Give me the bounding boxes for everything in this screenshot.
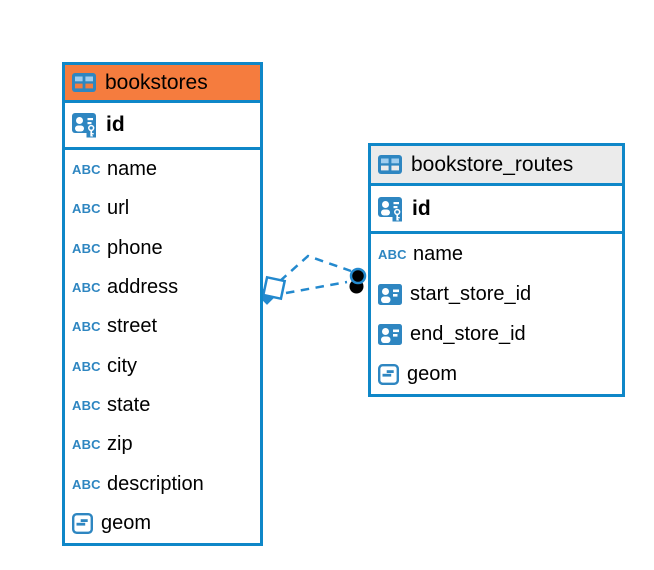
text-type-icon: ABC <box>72 397 101 413</box>
table-title: bookstores <box>105 70 208 94</box>
column-row-start-store-id[interactable]: start_store_id <box>371 274 622 314</box>
column-row-phone[interactable]: ABC phone <box>65 228 260 268</box>
column-row-end-store-id[interactable]: end_store_id <box>371 314 622 354</box>
primary-key-icon <box>378 196 404 222</box>
text-type-icon: ABC <box>72 319 101 335</box>
primary-key-row[interactable]: id <box>65 103 260 150</box>
column-label: geom <box>101 511 152 534</box>
column-label: id <box>106 113 125 136</box>
column-label: street <box>107 315 158 338</box>
text-type-icon: ABC <box>72 280 101 296</box>
text-type-icon: ABC <box>378 246 407 262</box>
column-label: url <box>107 197 130 220</box>
relationship-line-2[interactable] <box>285 280 348 295</box>
column-row-zip[interactable]: ABC zip <box>65 425 260 465</box>
column-row-geom[interactable]: geom <box>371 354 622 394</box>
text-type-icon: ABC <box>72 358 101 374</box>
column-row-description[interactable]: ABC description <box>65 464 260 504</box>
column-label: city <box>107 354 137 377</box>
column-label: end_store_id <box>410 322 526 345</box>
table-header-bookstore-routes[interactable]: bookstore_routes <box>371 146 622 186</box>
text-type-icon: ABC <box>72 476 101 492</box>
column-label: state <box>107 393 151 416</box>
column-row-name[interactable]: ABC name <box>65 150 260 190</box>
column-row-address[interactable]: ABC address <box>65 267 260 308</box>
column-row-name[interactable]: ABC name <box>371 234 622 274</box>
column-label: description <box>107 472 204 495</box>
diamond-endpoint-front-icon[interactable] <box>261 275 287 301</box>
column-row-city[interactable]: ABC city <box>65 346 260 386</box>
entity-table-bookstores[interactable]: bookstores id ABC name ABC url ABC phone… <box>62 62 263 546</box>
text-type-icon: ABC <box>72 201 101 217</box>
primary-key-icon <box>72 112 98 138</box>
column-row-state[interactable]: ABC state <box>65 385 260 426</box>
reference-type-icon <box>378 324 402 345</box>
column-label: phone <box>107 236 163 259</box>
table-icon <box>72 73 96 92</box>
column-label: name <box>107 158 158 181</box>
dot-endpoint-front-icon[interactable] <box>349 267 367 285</box>
column-label: address <box>107 276 179 299</box>
column-label: name <box>413 242 464 265</box>
dot-endpoint-back-icon[interactable] <box>349 279 364 294</box>
table-header-bookstores[interactable]: bookstores <box>65 65 260 103</box>
geometry-type-icon <box>72 513 93 534</box>
reference-type-icon <box>378 284 402 305</box>
column-row-street[interactable]: ABC street <box>65 307 260 347</box>
geometry-type-icon <box>378 364 399 385</box>
text-type-icon: ABC <box>72 437 101 453</box>
table-title: bookstore_routes <box>411 152 574 176</box>
entity-table-bookstore-routes[interactable]: bookstore_routes id ABC name start_store… <box>368 143 625 397</box>
column-row-url[interactable]: ABC url <box>65 189 260 229</box>
text-type-icon: ABC <box>72 240 101 256</box>
relationship-line-1[interactable] <box>279 254 352 282</box>
column-label: start_store_id <box>410 282 532 305</box>
column-label: zip <box>107 433 133 456</box>
table-icon <box>378 155 402 174</box>
column-row-geom[interactable]: geom <box>65 503 260 543</box>
text-type-icon: ABC <box>72 162 101 178</box>
column-label: id <box>412 196 431 220</box>
column-label: geom <box>407 362 458 385</box>
primary-key-row[interactable]: id <box>371 186 622 234</box>
